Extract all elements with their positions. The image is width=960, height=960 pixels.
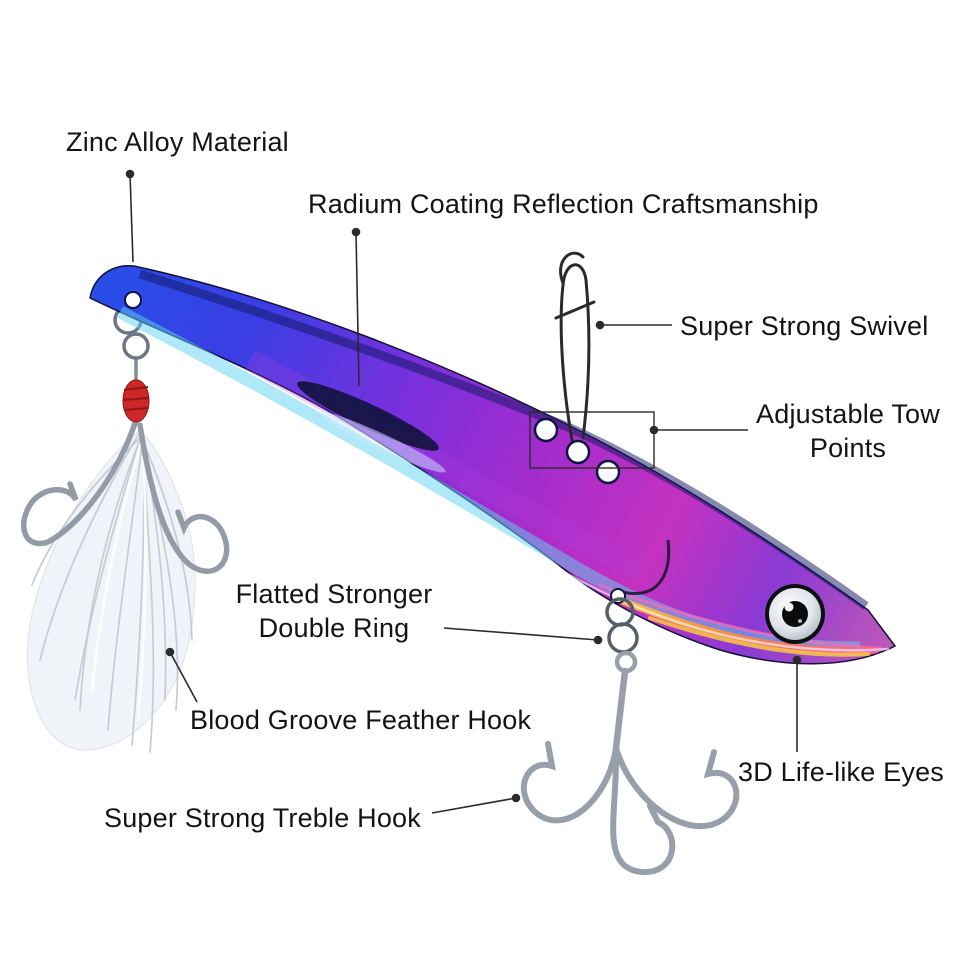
label-eyes: 3D Life-like Eyes [738, 757, 944, 787]
treble-hook-metal [520, 650, 740, 876]
feather-plume [27, 429, 196, 753]
3d-eye [765, 584, 825, 644]
label-treble-hook: Super Strong Treble Hook [104, 803, 421, 833]
callout-tow-points [529, 411, 748, 469]
callout-feather-hook [165, 647, 198, 703]
label-swivel: Super Strong Swivel [680, 311, 929, 341]
label-radium-coating: Radium Coating Reflection Craftsmanship [308, 189, 819, 219]
label-feather-hook: Blood Groove Feather Hook [190, 705, 532, 735]
gill-line [621, 539, 671, 595]
label-tow-points: Adjustable Tow Points [756, 399, 940, 463]
light-reflection [318, 411, 446, 473]
callout-radium-coating [351, 227, 361, 387]
callout-treble-hook [431, 793, 521, 814]
label-zinc-alloy: Zinc Alloy Material [66, 127, 289, 157]
callout-lines [125, 169, 802, 814]
callout-swivel [595, 320, 672, 330]
swivel-clasp [554, 251, 596, 442]
lure-body [89, 265, 897, 665]
callout-zinc-alloy [125, 169, 135, 263]
red-thread-wrap [122, 358, 150, 423]
rainbow-coating [558, 568, 890, 657]
callout-eyes [792, 655, 802, 752]
feather-hook-metal [20, 417, 230, 574]
tow-point-holes [533, 417, 621, 485]
back-shade [138, 269, 869, 610]
label-double-ring: Flatted Stronger Double Ring [235, 579, 433, 643]
tail-hole [124, 291, 142, 309]
callout-double-ring [443, 627, 603, 645]
feather-treble-hook [20, 305, 230, 753]
belly-treble-hook [520, 597, 740, 876]
dark-reflection [297, 381, 439, 451]
